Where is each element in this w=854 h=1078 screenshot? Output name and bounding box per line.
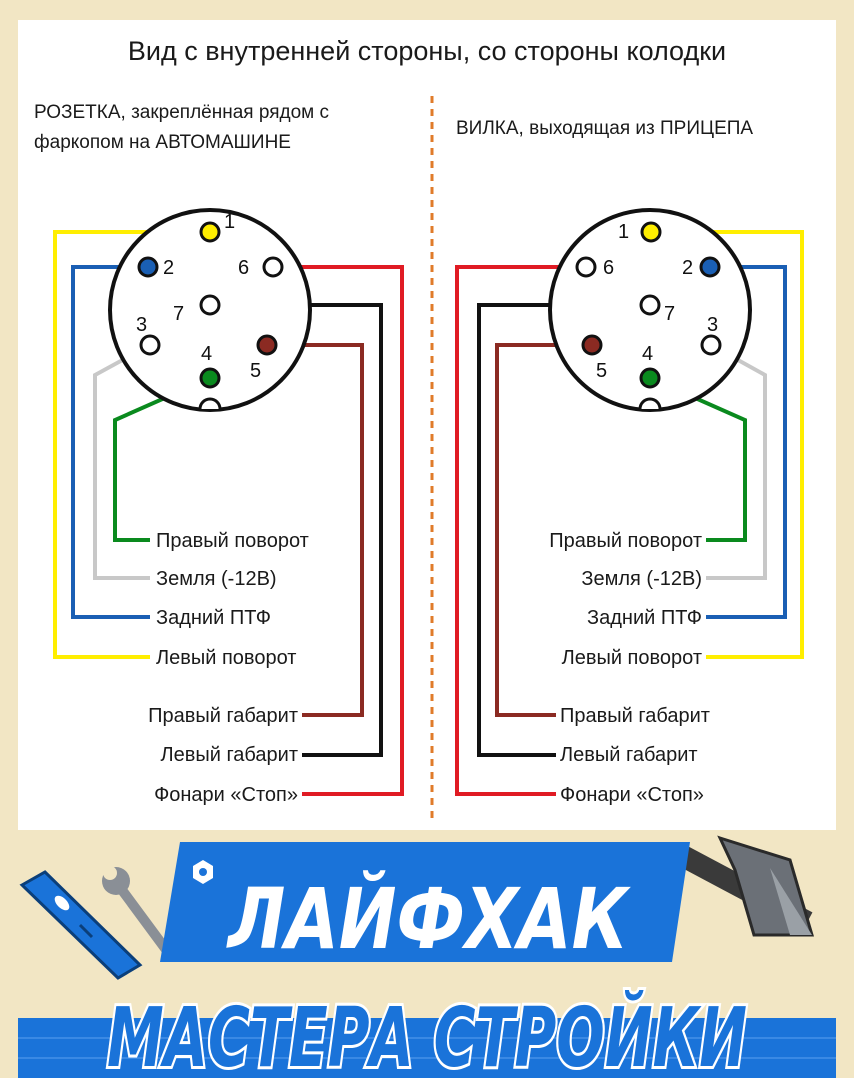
pin2-right-number: 2 xyxy=(682,257,693,279)
pin7-left-number: 7 xyxy=(173,303,184,325)
pin6-left-number: 6 xyxy=(238,257,249,279)
axe-icon xyxy=(669,835,815,937)
wire-pin6-left xyxy=(273,265,404,796)
wire-pin5-left xyxy=(267,343,364,717)
right-label-pin3: Земля (-12В) xyxy=(581,568,702,590)
left-pin-numbers: 1 2 3 4 5 6 7 xyxy=(136,211,261,382)
pin5-right xyxy=(581,334,603,356)
pin4-right xyxy=(639,367,661,389)
right-label-pin1: Левый поворот xyxy=(562,647,702,669)
wire-pin5-right xyxy=(495,343,592,717)
wire-pin1-right xyxy=(651,230,804,659)
pin7-right xyxy=(639,294,661,316)
level-tool-icon xyxy=(19,870,143,980)
pin3-right-number: 3 xyxy=(707,314,718,336)
pin7-left xyxy=(199,294,221,316)
bottom-grid-strip xyxy=(18,1018,836,1078)
pin1-right-number: 1 xyxy=(618,221,629,243)
right-label-pin6: Фонари «Стоп» xyxy=(560,784,704,806)
pin5-right-number: 5 xyxy=(596,360,607,382)
right-label-pin7: Левый габарит xyxy=(560,744,698,766)
wrench-icon xyxy=(102,866,175,960)
left-panel-title-line1: РОЗЕТКА, закреплённая рядом с xyxy=(34,102,329,123)
wire-pin1-left xyxy=(53,230,210,659)
right-label-pin4: Правый поворот xyxy=(549,530,702,552)
right-label-pin2: Задний ПТФ xyxy=(587,607,702,629)
hex-nut-icon xyxy=(193,860,213,884)
pin3-left xyxy=(139,334,161,356)
right-pin-numbers: 1 2 3 4 5 6 7 xyxy=(596,221,718,382)
wire-pin6-right xyxy=(455,265,586,796)
pin6-right xyxy=(575,256,597,278)
pin1-left xyxy=(199,221,221,243)
pin5-left-number: 5 xyxy=(250,360,261,382)
left-label-pin6: Фонари «Стоп» xyxy=(154,784,298,806)
plug-connector xyxy=(548,208,752,412)
socket-connector xyxy=(108,208,312,412)
plug-key-notch xyxy=(638,397,662,410)
left-label-pin4: Правый поворот xyxy=(156,530,309,552)
right-wire-labels: Правый поворот Земля (-12В) Задний ПТФ Л… xyxy=(549,530,710,806)
left-label-pin1: Левый поворот xyxy=(156,647,296,669)
right-label-pin5: Правый габарит xyxy=(560,705,710,727)
left-label-pin7: Левый габарит xyxy=(160,744,298,766)
left-wire-labels: Правый поворот Земля (-12В) Задний ПТФ Л… xyxy=(148,530,309,806)
pin5-left xyxy=(256,334,278,356)
pin4-left xyxy=(199,367,221,389)
banner-line1: ЛАЙФХАК xyxy=(226,870,632,968)
diagram-panel xyxy=(18,20,836,830)
page-title: Вид с внутренней стороны, со стороны кол… xyxy=(128,36,726,66)
pin4-right-number: 4 xyxy=(642,343,653,365)
pin4-left-number: 4 xyxy=(201,343,212,365)
left-panel-title-line2: фаркопом на АВТОМАШИНЕ xyxy=(34,132,291,153)
pin3-right xyxy=(700,334,722,356)
pin1-left-number: 1 xyxy=(224,211,235,233)
banner-line2: МАСТЕРА СТРОЙКИ xyxy=(107,990,747,1078)
socket-key-notch xyxy=(198,397,222,410)
wire-pin2-right xyxy=(706,265,787,619)
pin6-right-number: 6 xyxy=(603,257,614,279)
pin2-left xyxy=(137,256,159,278)
pin6-left xyxy=(262,256,284,278)
pin1-right xyxy=(640,221,662,243)
pin2-right xyxy=(699,256,721,278)
left-label-pin5: Правый габарит xyxy=(148,705,298,727)
banner-line1-background xyxy=(160,842,690,962)
right-panel-title: ВИЛКА, выходящая из ПРИЦЕПА xyxy=(456,118,753,139)
pin3-left-number: 3 xyxy=(136,314,147,336)
pin2-left-number: 2 xyxy=(163,257,174,279)
pin7-right-number: 7 xyxy=(664,303,675,325)
left-label-pin3: Земля (-12В) xyxy=(156,568,277,590)
right-wiring xyxy=(455,230,804,796)
left-label-pin2: Задний ПТФ xyxy=(156,607,271,629)
wire-pin2-left xyxy=(71,265,150,619)
